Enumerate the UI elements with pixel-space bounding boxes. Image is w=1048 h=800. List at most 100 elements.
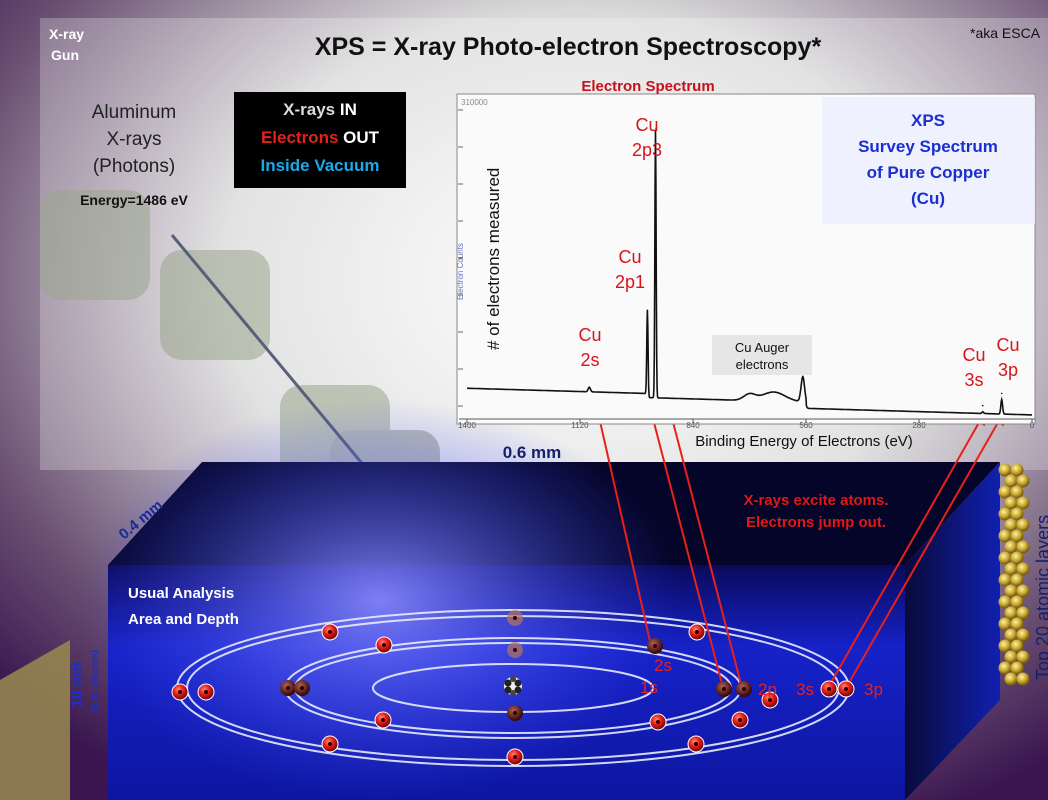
electron-core — [742, 687, 746, 691]
atomic-layers — [998, 463, 1030, 686]
atom — [998, 661, 1012, 675]
electron-core — [381, 718, 385, 722]
atom — [1004, 584, 1018, 598]
atom — [998, 529, 1012, 543]
atom — [1016, 540, 1030, 554]
electron-core — [328, 742, 332, 746]
atom — [1004, 672, 1018, 686]
x-tick-label: 0 — [1030, 421, 1035, 430]
panel-title-3: of Pure Copper — [867, 163, 990, 182]
spectrum-title: Electron Spectrum — [581, 78, 714, 95]
orbital-label-3p: 3p — [864, 680, 883, 699]
peak-point — [646, 309, 649, 312]
peak-label-cu2p3-b: 2p3 — [632, 140, 662, 160]
electron-core — [653, 644, 657, 648]
electron-core — [844, 687, 848, 691]
peak-point — [588, 386, 591, 389]
atom — [1010, 507, 1024, 521]
page-title: XPS = X-ray Photo-electron Spectroscopy* — [315, 33, 822, 61]
x-axis-label: Binding Energy of Electrons (eV) — [695, 433, 913, 450]
arrow-3s — [827, 410, 986, 689]
legend-line-2: Electrons OUT — [234, 128, 406, 148]
electron-core — [382, 643, 386, 647]
source-line-3: (Photons) — [93, 156, 175, 177]
atom — [1016, 518, 1030, 532]
atom — [998, 507, 1012, 521]
analysis-label-1: Usual Analysis — [128, 585, 234, 602]
atom — [998, 595, 1012, 609]
electron-core — [178, 690, 182, 694]
atom — [998, 551, 1012, 565]
legend-xrays: X-rays — [283, 100, 336, 119]
spectrum-series-line — [467, 130, 1032, 416]
electron-core — [694, 742, 698, 746]
peak-label-cu2p1-a: Cu — [618, 247, 641, 267]
peak-label-cu2p1-b: 2p1 — [615, 272, 645, 292]
auger-label-box — [712, 335, 812, 375]
excite-label-2: Electrons jump out. — [746, 514, 886, 531]
orbital-label-1s: 1s — [640, 678, 658, 697]
y-axis-small-label: Electron Counts — [456, 243, 465, 300]
atom — [1010, 661, 1024, 675]
atom — [1016, 672, 1030, 686]
peak-label-cu2p3-a: Cu — [635, 115, 658, 135]
peak-label-cu2s-b: 2s — [580, 350, 599, 370]
peak-label-cu3s-b: 3s — [964, 370, 983, 390]
excite-label-1: X-rays excite atoms. — [743, 492, 888, 509]
peak-label-cu3p-b: 3p — [998, 360, 1018, 380]
arrow-3p — [845, 410, 1005, 689]
atom — [1004, 562, 1018, 576]
peak-label-cu2s-a: Cu — [578, 325, 601, 345]
orbital-label-2s: 2s — [654, 656, 672, 675]
source-energy: Energy=1486 eV — [80, 192, 188, 208]
y-top-tick-label: 310000 — [461, 98, 488, 107]
atom — [1004, 628, 1018, 642]
legend-box: X-rays IN Electrons OUT Inside Vacuum — [234, 92, 406, 188]
arrow-2s — [589, 393, 653, 651]
atom — [998, 573, 1012, 587]
atom — [998, 639, 1012, 653]
peak-point — [1000, 392, 1003, 395]
panel-title-2: Survey Spectrum — [858, 137, 998, 156]
atom — [1010, 463, 1024, 477]
atom — [1010, 595, 1024, 609]
peak-point — [654, 129, 657, 132]
panel-title-1: XPS — [911, 111, 945, 130]
atom — [1016, 474, 1030, 488]
atom — [1010, 529, 1024, 543]
atom — [1016, 496, 1030, 510]
atom — [1010, 639, 1024, 653]
x-tick-label: 560 — [799, 421, 813, 430]
atom — [1004, 650, 1018, 664]
atom — [1016, 584, 1030, 598]
analysis-label-2: Area and Depth — [128, 611, 239, 628]
auger-label-2: electrons — [736, 357, 789, 372]
electron-core — [738, 718, 742, 722]
legend-in: IN — [339, 100, 357, 119]
electron-core — [656, 720, 660, 724]
legend-vacuum: Inside Vacuum — [260, 156, 380, 175]
spectrum-panel-box — [822, 97, 1035, 224]
atom — [1016, 562, 1030, 576]
x-tick-label: 840 — [686, 421, 700, 430]
atom — [1016, 628, 1030, 642]
arrow-2p3 — [662, 393, 743, 689]
atom — [1004, 496, 1018, 510]
auger-label-1: Cu Auger — [735, 340, 790, 355]
electron-core — [286, 686, 290, 690]
atom — [1004, 540, 1018, 554]
y-axis-ticks — [458, 109, 463, 407]
source-line-2: X-rays — [107, 129, 162, 150]
x-tick-label: 280 — [912, 421, 926, 430]
nucleus — [504, 676, 522, 696]
electron-core — [695, 630, 699, 634]
analysis-glow — [80, 400, 680, 800]
legend-out: OUT — [343, 128, 380, 147]
atom — [1004, 518, 1018, 532]
peak-label-cu3s-a: Cu — [962, 345, 985, 365]
atom — [1016, 606, 1030, 620]
